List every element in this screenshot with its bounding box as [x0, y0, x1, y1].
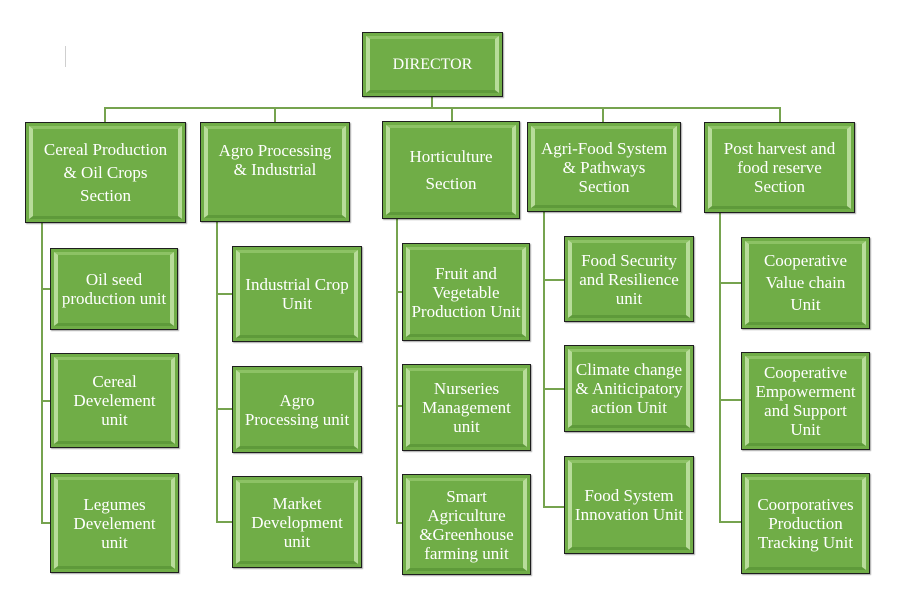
director-box: DIRECTOR — [362, 32, 503, 97]
branch-oil-seed — [41, 288, 51, 290]
unit-box-market-dev: Market Development unit — [232, 476, 362, 568]
text-cursor-mark — [65, 46, 66, 67]
connector-section-5 — [779, 107, 781, 123]
trunk-section-5 — [719, 212, 721, 523]
unit-box-cereal-dev: Cereal Develement unit — [50, 353, 179, 448]
connector-top-bar — [104, 107, 780, 109]
unit-label: Food System Innovation Unit — [574, 486, 684, 524]
unit-label: Climate change & Aniticipatory action Un… — [575, 360, 683, 417]
unit-label: Nurseries Management unit — [422, 379, 511, 436]
unit-label: Market Development unit — [251, 493, 343, 551]
section-label: Agro Processing & Industrial — [218, 141, 332, 179]
branch-cereal-dev — [41, 400, 51, 402]
branch-fruit-veg — [396, 291, 403, 293]
unit-label: Cooperative Value chain Unit — [763, 251, 848, 314]
unit-box-fruit-veg: Fruit and Vegetable Production Unit — [402, 243, 530, 341]
unit-label: Oil seed production unit — [61, 270, 167, 308]
branch-climate-change — [543, 388, 565, 390]
section-box-agro-processing: Agro Processing & Industrial — [200, 122, 350, 222]
director-label: DIRECTOR — [392, 56, 473, 73]
section-box-cereal-oil: Cereal Production & Oil Crops Section — [25, 122, 186, 223]
unit-box-food-innovation: Food System Innovation Unit — [564, 456, 694, 554]
branch-industrial-crop — [216, 293, 233, 295]
unit-label: Legumes Develement unit — [73, 494, 156, 552]
unit-box-agro-proc-unit: Agro Processing unit — [232, 366, 362, 453]
connector-director-down — [431, 96, 433, 108]
section-label: Post harvest and food reserve Section — [723, 139, 836, 196]
branch-legumes-dev — [41, 522, 51, 524]
section-box-horticulture: Horticulture Section — [382, 121, 520, 219]
unit-box-coop-value: Cooperative Value chain Unit — [741, 237, 870, 329]
branch-coop-value — [719, 282, 741, 284]
section-label: Agri-Food System & Pathways Section — [540, 138, 668, 196]
connector-section-3 — [451, 107, 453, 123]
unit-label: Coorporatives Production Tracking Unit — [757, 495, 854, 552]
unit-box-industrial-crop: Industrial Crop Unit — [232, 246, 362, 342]
unit-label: Food Security and Resilience unit — [579, 250, 679, 308]
unit-label: Agro Processing unit — [244, 390, 350, 429]
unit-label: Industrial Crop Unit — [245, 275, 349, 313]
trunk-section-1 — [41, 222, 43, 524]
branch-market-dev — [216, 521, 233, 523]
section-label: Horticulture Section — [409, 147, 493, 193]
section-label: Cereal Production & Oil Crops Section — [43, 140, 168, 205]
branch-agro-proc-unit — [216, 408, 233, 410]
branch-food-security — [543, 279, 565, 281]
trunk-section-2 — [216, 221, 218, 523]
trunk-section-4 — [543, 211, 545, 508]
unit-box-coop-empower: Cooperative Empowerment and Support Unit — [741, 352, 870, 450]
unit-label: Cooperative Empowerment and Support Unit — [755, 363, 856, 439]
branch-smart-agri — [396, 522, 403, 524]
unit-box-climate-change: Climate change & Aniticipatory action Un… — [564, 345, 694, 432]
unit-box-coop-tracking: Coorporatives Production Tracking Unit — [741, 473, 870, 574]
branch-coop-empower — [719, 399, 741, 401]
unit-box-nurseries: Nurseries Management unit — [402, 364, 531, 451]
unit-box-smart-agri: Smart Agriculture &Greenhouse farming un… — [402, 474, 531, 575]
connector-section-4 — [602, 107, 604, 123]
unit-box-food-security: Food Security and Resilience unit — [564, 236, 694, 322]
trunk-section-3 — [396, 218, 398, 524]
section-box-agri-food: Agri-Food System & Pathways Section — [527, 122, 681, 212]
connector-section-2 — [274, 107, 276, 123]
branch-coop-tracking — [719, 521, 741, 523]
unit-label: Smart Agriculture &Greenhouse farming un… — [419, 486, 514, 563]
unit-label: Fruit and Vegetable Production Unit — [411, 263, 521, 321]
branch-food-innovation — [543, 506, 565, 508]
connector-section-1 — [104, 107, 106, 123]
unit-box-oil-seed: Oil seed production unit — [50, 248, 178, 330]
unit-label: Cereal Develement unit — [73, 372, 156, 429]
section-box-post-harvest: Post harvest and food reserve Section — [704, 122, 855, 213]
branch-nurseries — [396, 405, 403, 407]
unit-box-legumes-dev: Legumes Develement unit — [50, 473, 179, 573]
